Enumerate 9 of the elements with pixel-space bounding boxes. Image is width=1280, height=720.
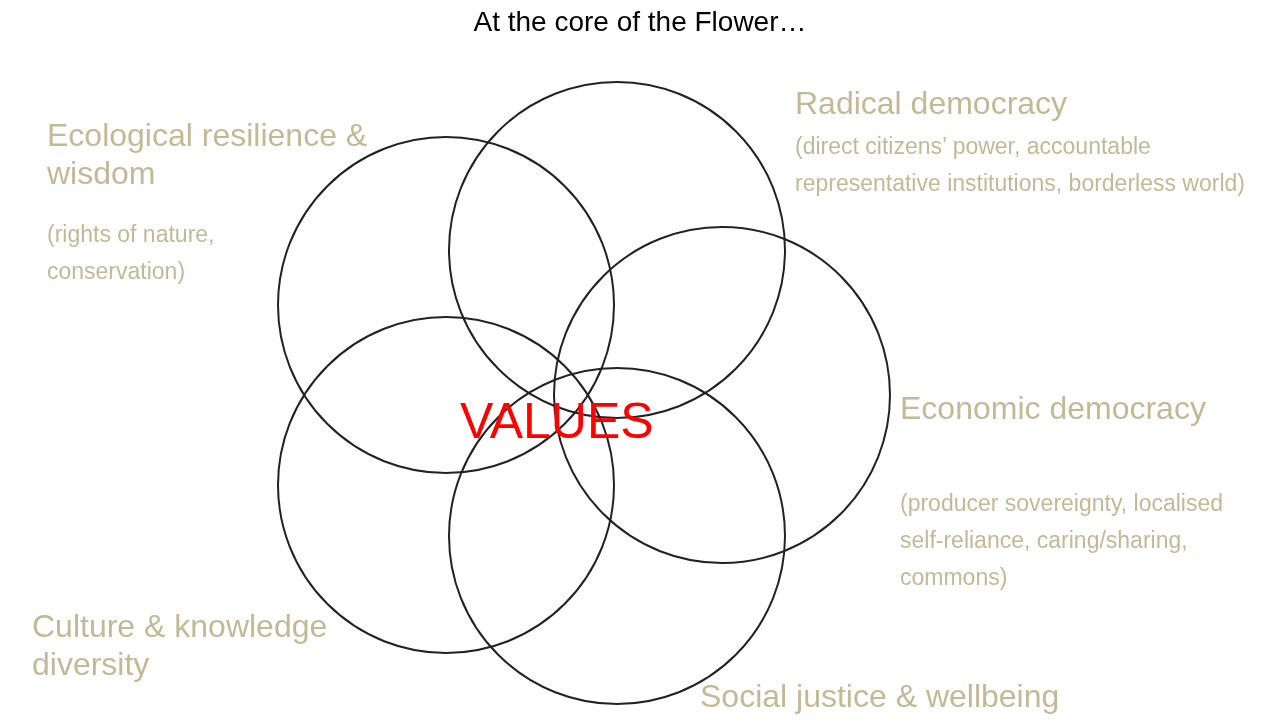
petal-description: (direct citizens’ power, accountable representative institutions, borderless world) — [795, 132, 1246, 198]
petal-description: (rights of nature, conservation) — [47, 220, 216, 286]
petal-description: (producer sovereignty, localised self-reliance, caring/sharing, commons) — [900, 489, 1224, 592]
petal-heading: Culture & knowledge diversity — [32, 608, 329, 684]
petal-heading: Social justice & wellbeing — [700, 678, 1061, 716]
petal-heading: Ecological resilience & wisdom — [47, 117, 369, 193]
petal-heading: Economic democracy — [900, 390, 1207, 428]
petal-heading: Radical democracy — [795, 85, 1069, 123]
title: At the core of the Flower… — [472, 6, 808, 38]
